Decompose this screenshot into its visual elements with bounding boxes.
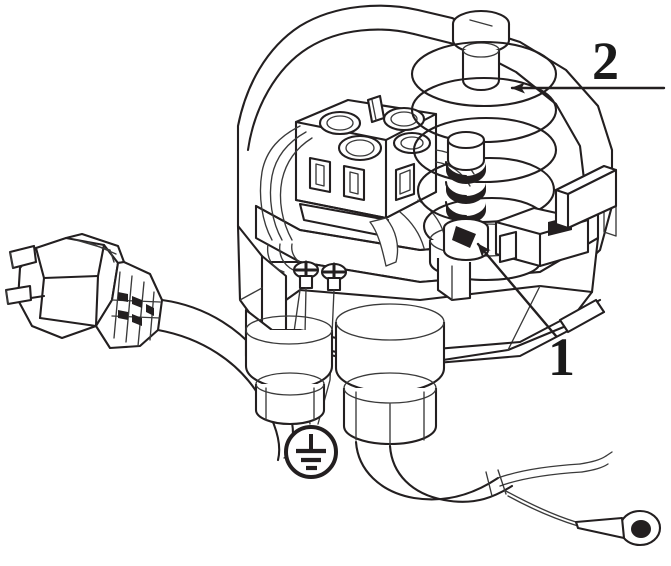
- mains-plug: [4, 232, 164, 350]
- terminal-screws: [318, 94, 432, 162]
- callout-label-1: 1: [548, 327, 575, 387]
- callout-1-leader: [476, 242, 558, 338]
- output-cable: [354, 440, 662, 547]
- cable-gland-right: [334, 303, 446, 447]
- earth-screw-left: [292, 260, 320, 290]
- terminal-block: [294, 94, 438, 238]
- earth-symbol: [284, 425, 338, 479]
- callout-label-2: 2: [592, 31, 619, 91]
- adjustment-screw: [451, 9, 511, 92]
- ring-terminal: [574, 509, 662, 547]
- base-plate-detail: [298, 164, 618, 368]
- small-differential-spring: [436, 130, 490, 302]
- cable-gland-left: [244, 315, 334, 426]
- earth-screw-right: [320, 262, 348, 292]
